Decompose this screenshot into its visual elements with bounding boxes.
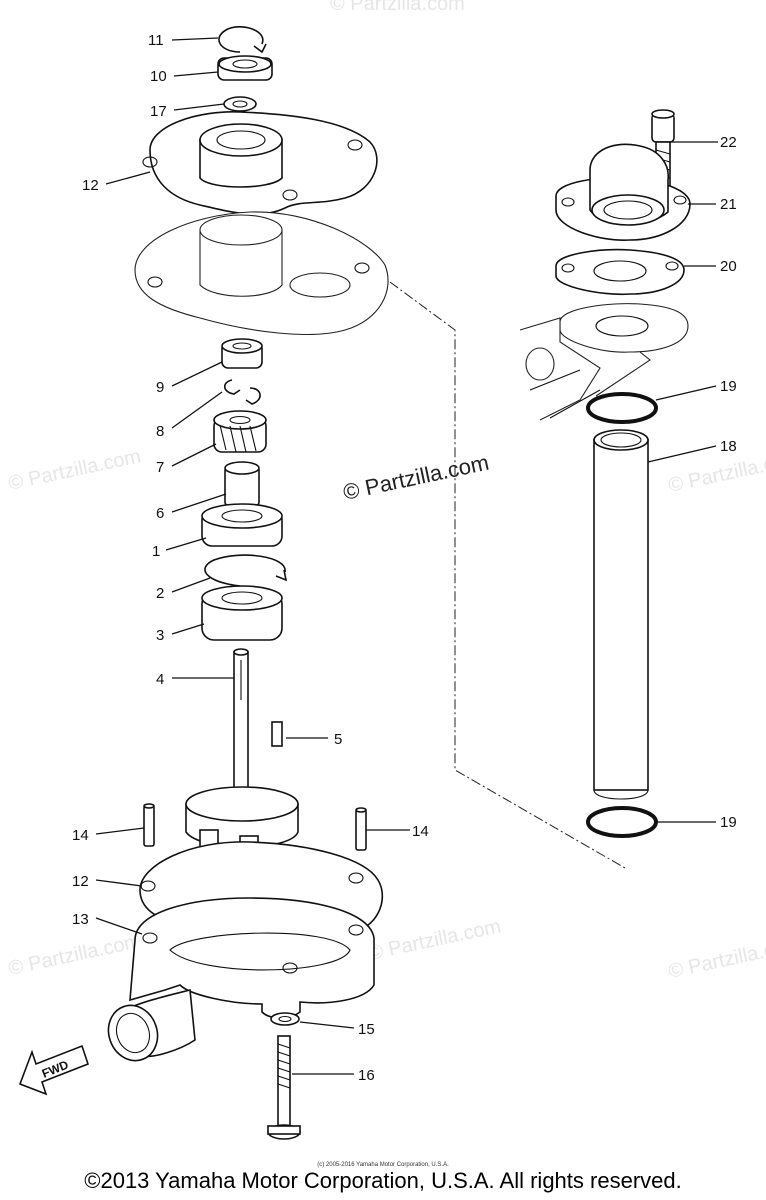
callout-19-bottom: 19 xyxy=(656,814,737,831)
part-bearing-middle xyxy=(201,503,283,547)
callout-13: 13 xyxy=(72,911,143,935)
callout-14-left: 14 xyxy=(72,827,145,844)
callout-18: 18 xyxy=(647,438,737,463)
part-o-ring-bottom xyxy=(586,806,658,838)
callout-12-top: 12 xyxy=(82,171,151,194)
watermark-top: © Partzilla.com xyxy=(330,0,465,15)
part-water-pipe xyxy=(593,429,649,800)
part-bushing xyxy=(221,338,263,369)
part-circlip-top xyxy=(218,26,267,54)
svg-text:12: 12 xyxy=(82,177,99,194)
svg-text:14: 14 xyxy=(72,827,89,844)
svg-text:6: 6 xyxy=(156,505,164,522)
gasket-top-hole-left xyxy=(142,156,158,168)
fwd-direction-arrow: FWD xyxy=(18,1044,89,1096)
callout-17: 17 xyxy=(150,103,225,120)
callout-4: 4 xyxy=(156,671,234,688)
watermark-right-bottom: © Partzilla.com xyxy=(666,933,766,983)
svg-text:2: 2 xyxy=(156,585,164,602)
svg-text:8: 8 xyxy=(156,423,164,440)
part-bolt-washer xyxy=(270,1012,300,1026)
svg-text:11: 11 xyxy=(148,32,164,49)
svg-text:14: 14 xyxy=(412,823,429,840)
svg-text:22: 22 xyxy=(720,134,737,151)
svg-text:3: 3 xyxy=(156,627,164,644)
ghost-cover-port xyxy=(289,272,351,298)
part-dowel-right xyxy=(355,807,367,851)
svg-text:10: 10 xyxy=(150,68,167,85)
part-engine-flange-ghost xyxy=(519,303,689,421)
part-outlet-fitting xyxy=(555,143,691,241)
svg-text:16: 16 xyxy=(358,1067,375,1084)
svg-text:19: 19 xyxy=(720,814,737,831)
callout-15: 15 xyxy=(299,1021,375,1038)
footer-copyright: ©2013 Yamaha Motor Corporation, U.S.A. A… xyxy=(84,1168,682,1193)
svg-text:21: 21 xyxy=(720,196,737,213)
part-housing-bolt xyxy=(267,1035,301,1140)
part-outlet-gasket xyxy=(555,248,685,296)
part-helical-gear xyxy=(213,410,267,453)
callout-3: 3 xyxy=(156,623,205,644)
watermark-left-top: © Partzilla.com xyxy=(6,445,142,495)
svg-text:15: 15 xyxy=(358,1021,375,1038)
gasket-top-hole-front xyxy=(282,189,298,201)
part-washer xyxy=(223,96,257,112)
gasket-top-hole-right xyxy=(347,139,363,151)
part-bearing-top xyxy=(217,55,273,81)
part-dowel-left xyxy=(143,803,155,847)
exploded-parts-diagram: © Partzilla.com © Partzilla.com © Partzi… xyxy=(6,0,766,1140)
diagram-source-copyright: (c) 2005-2016 Yamaha Motor Corporation, … xyxy=(317,1162,449,1168)
callout-12-bottom: 12 xyxy=(72,873,143,890)
callout-16: 16 xyxy=(292,1067,375,1084)
callout-22: 22 xyxy=(670,134,737,151)
svg-text:20: 20 xyxy=(720,258,737,275)
part-key xyxy=(271,721,283,747)
callout-10: 10 xyxy=(150,68,219,85)
svg-text:18: 18 xyxy=(720,438,737,455)
part-o-ring-top xyxy=(586,392,658,424)
callout-20: 20 xyxy=(684,258,737,275)
part-impeller-shaft xyxy=(185,648,299,861)
callout-2: 2 xyxy=(156,577,211,602)
svg-text:1: 1 xyxy=(152,543,160,560)
svg-text:4: 4 xyxy=(156,671,164,688)
callout-11: 11 xyxy=(148,32,219,49)
callout-5: 5 xyxy=(286,731,342,748)
callout-7: 7 xyxy=(156,443,217,476)
callout-9: 9 xyxy=(156,361,223,396)
part-sleeve xyxy=(224,461,260,507)
callout-19-top: 19 xyxy=(655,378,737,401)
part-pump-housing xyxy=(129,897,375,1019)
svg-text:5: 5 xyxy=(334,731,342,748)
assembly-line xyxy=(389,281,626,869)
callout-14-right: 14 xyxy=(366,823,429,840)
ghost-cover-boss xyxy=(199,229,283,297)
part-clip-right xyxy=(245,387,261,405)
svg-text:12: 12 xyxy=(72,873,89,890)
part-circlip-middle xyxy=(204,554,286,587)
watermark-left-bottom: © Partzilla.com xyxy=(6,930,142,980)
callout-1: 1 xyxy=(152,537,207,560)
part-bearing-lower xyxy=(201,585,283,641)
watermark-center: © Partzilla.com xyxy=(341,450,491,505)
svg-text:9: 9 xyxy=(156,379,164,396)
svg-text:13: 13 xyxy=(72,911,89,928)
svg-text:17: 17 xyxy=(150,103,167,120)
svg-text:7: 7 xyxy=(156,459,164,476)
watermark-center-bottom: © Partzilla.com xyxy=(366,915,502,965)
svg-text:19: 19 xyxy=(720,378,737,395)
callout-6: 6 xyxy=(156,493,227,522)
callout-21: 21 xyxy=(688,196,737,213)
callout-8: 8 xyxy=(156,391,223,440)
part-clip-left xyxy=(223,379,241,395)
part-housing-inlet xyxy=(107,988,196,1062)
